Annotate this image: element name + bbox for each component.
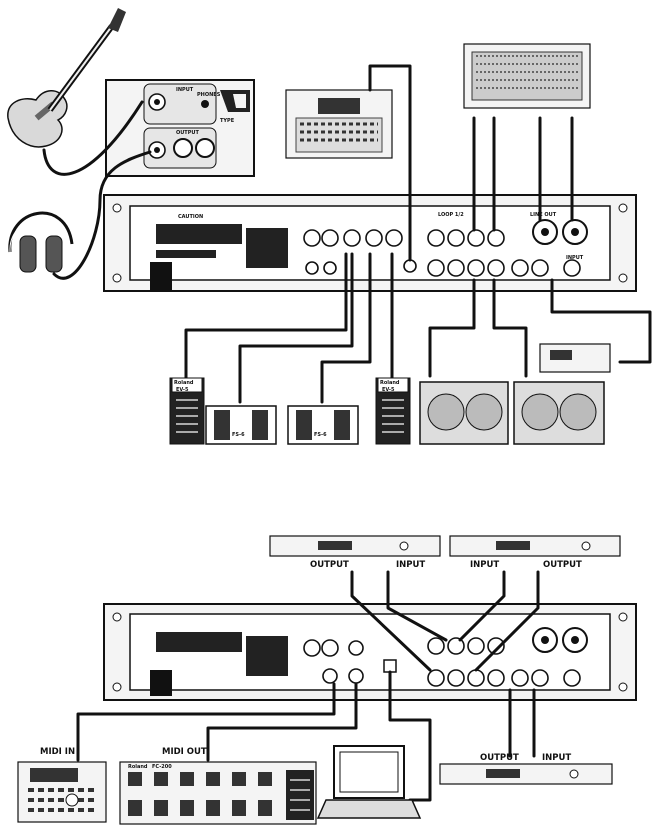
expression-pedal-right: Roland EV-5 — [375, 377, 411, 445]
caution-label: CAUTION — [178, 214, 203, 220]
sequencer — [17, 761, 107, 823]
fx2-input-cable — [458, 570, 506, 642]
cab-cable-left — [428, 278, 476, 378]
input-label: INPUT — [566, 255, 584, 261]
laptop-computer — [316, 745, 422, 819]
fs6-left-model: FS-6 — [232, 432, 245, 438]
speaker-cabinet-left — [419, 381, 509, 445]
fs6-cable-right — [320, 252, 372, 404]
fx2-output-label: OUTPUT — [543, 560, 582, 570]
fs6-cable-left — [238, 252, 354, 404]
ev5-right-brand: Roland — [380, 380, 400, 386]
fc200-model: FC-200 — [152, 764, 172, 770]
ev5-right-model: EV-5 — [382, 387, 395, 393]
guitar-to-input-cable — [42, 100, 144, 176]
fs6-right-model: FS-6 — [314, 432, 327, 438]
effect-unit-2 — [449, 535, 621, 557]
midi-in-label: MIDI IN — [40, 747, 75, 757]
ev5-left-model: EV-5 — [176, 387, 189, 393]
top-cables — [42, 64, 652, 404]
speaker-cabinet-right — [513, 381, 605, 445]
fx3-output-label: OUTPUT — [480, 753, 519, 763]
effect-unit-1 — [269, 535, 441, 557]
type-badge: TYPE — [220, 118, 235, 124]
rack-unit-bottom — [103, 603, 637, 701]
output-knob[interactable] — [173, 138, 193, 158]
level-knob[interactable] — [195, 138, 215, 158]
line-out-label: LINE OUT — [530, 212, 557, 218]
cab-cable-right — [492, 278, 528, 378]
tuner-cable — [550, 278, 652, 364]
headphones-cable — [52, 150, 152, 280]
rhythm-machine — [285, 89, 393, 159]
input-badge: INPUT — [176, 87, 194, 93]
fx2-input-label: INPUT — [470, 560, 499, 570]
sampler-cable — [368, 64, 412, 262]
bottom-cables — [76, 570, 540, 802]
fx1-input-cable — [386, 570, 448, 642]
fx1-input-label: INPUT — [396, 560, 425, 570]
usb-cable — [388, 670, 432, 802]
fx3-input-label: INPUT — [542, 753, 571, 763]
ev5-cable-left — [184, 252, 348, 382]
fx1-output-cable — [350, 570, 432, 672]
front-panel-closeup: INPUT OUTPUT PHONES TYPE — [105, 79, 255, 177]
footswitch-right: FS-6 — [287, 405, 359, 445]
output-badge: OUTPUT — [176, 130, 199, 136]
foot-controller: Roland FC-200 — [119, 761, 317, 825]
headphones — [8, 211, 74, 273]
midi-out-cable — [206, 682, 358, 762]
electric-guitar — [7, 8, 126, 148]
midi-out-label: MIDI OUT — [162, 747, 207, 757]
fx2-output-cable — [474, 570, 540, 672]
expression-pedal-left: Roland EV-5 — [169, 377, 205, 445]
phones-badge: PHONES — [197, 92, 221, 98]
mixer — [463, 43, 591, 109]
footswitch-left: FS-6 — [205, 405, 277, 445]
fx1-output-label: OUTPUT — [310, 560, 349, 570]
ev5-left-brand: Roland — [174, 380, 194, 386]
effect-unit-3 — [439, 763, 613, 785]
fc200-brand: Roland — [128, 764, 148, 770]
tuner — [539, 343, 611, 373]
loop-label: LOOP 1/2 — [438, 212, 464, 218]
midi-in-cable — [76, 682, 336, 762]
